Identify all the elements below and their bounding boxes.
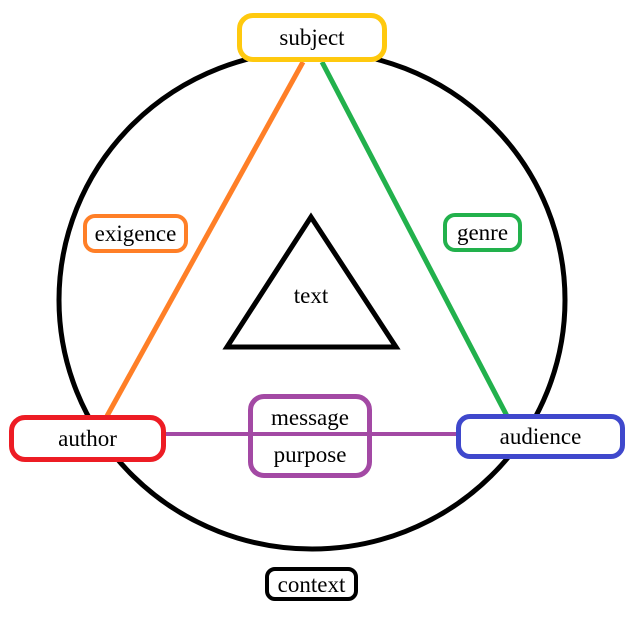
message-label: message <box>271 405 349 430</box>
genre-label: genre <box>456 220 509 245</box>
subject-label: subject <box>279 25 345 50</box>
exigence-node: exigence <box>83 214 188 253</box>
context-label: context <box>277 571 346 597</box>
audience-node: audience <box>456 414 625 459</box>
subject-node: subject <box>237 13 387 62</box>
audience-label: audience <box>499 424 582 449</box>
author-node: author <box>9 415 166 462</box>
text-label: text <box>293 283 329 308</box>
message-label-row: message <box>253 399 367 436</box>
genre-node: genre <box>443 213 522 252</box>
subject-author-line <box>104 60 306 418</box>
purpose-label: purpose <box>273 442 347 467</box>
purpose-label-row: purpose <box>253 436 367 473</box>
author-label: author <box>58 426 117 451</box>
subject-audience-line <box>319 60 510 418</box>
message-purpose-node: message purpose <box>248 394 372 478</box>
context-node: context <box>265 567 358 601</box>
text-triangle <box>222 212 401 350</box>
exigence-label: exigence <box>94 221 177 246</box>
